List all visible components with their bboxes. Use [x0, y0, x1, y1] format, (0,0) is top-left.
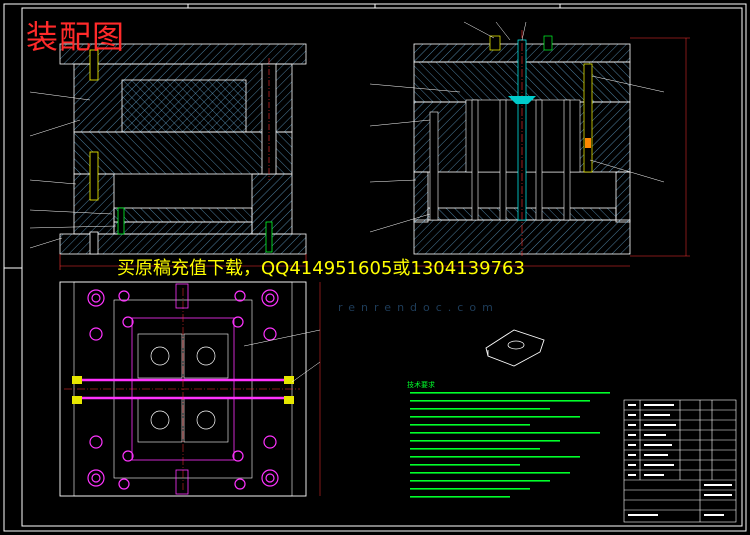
- bottom-clamp-plate: [59, 233, 307, 255]
- leader-line: [369, 119, 431, 127]
- sprue-bushing: [508, 96, 536, 104]
- leader-line: [369, 213, 431, 233]
- leader-line: [291, 361, 321, 383]
- inner-border: [21, 7, 743, 527]
- side-section-view: [369, 21, 690, 267]
- leader-line: [29, 237, 63, 249]
- leader-line: [29, 209, 113, 215]
- front-section-view: [29, 43, 307, 270]
- download-banner: 买原稿充值下载，QQ414951605或1304139763: [117, 258, 525, 279]
- site-watermark: renrendoc.com: [338, 301, 499, 314]
- ejector-plate: [113, 207, 253, 223]
- leader-line: [589, 159, 665, 183]
- technical-notes: [410, 392, 610, 498]
- title-block-text: [628, 404, 732, 516]
- leader-line: [29, 119, 81, 137]
- part-isometric: [485, 329, 545, 367]
- return-pin: [117, 207, 125, 235]
- screw-left: [89, 151, 99, 201]
- spacer-side-left: [413, 171, 429, 223]
- screw-bottom-left: [89, 231, 99, 255]
- leader-line: [463, 21, 495, 39]
- screw-bottom-right: [265, 221, 273, 253]
- leader-line: [369, 83, 461, 93]
- leader-line: [495, 21, 511, 41]
- leader-line: [29, 91, 91, 101]
- drawing-title: 装配图: [26, 18, 126, 56]
- leader-line: [29, 179, 77, 185]
- plan-view: [59, 281, 321, 497]
- leader-line: [369, 179, 417, 183]
- spacer-side-right: [615, 171, 631, 223]
- technical-notes-title: 技术要求: [407, 381, 435, 389]
- leader-line: [591, 75, 665, 93]
- leader-line: [243, 329, 321, 347]
- leader-line: [521, 21, 527, 41]
- cavity-insert: [121, 79, 247, 133]
- moving-mold-plate: [73, 131, 293, 175]
- leader-line: [29, 225, 117, 229]
- ejector-retainer: [113, 221, 253, 235]
- screw-top-left: [89, 49, 99, 81]
- title-block: [623, 399, 737, 523]
